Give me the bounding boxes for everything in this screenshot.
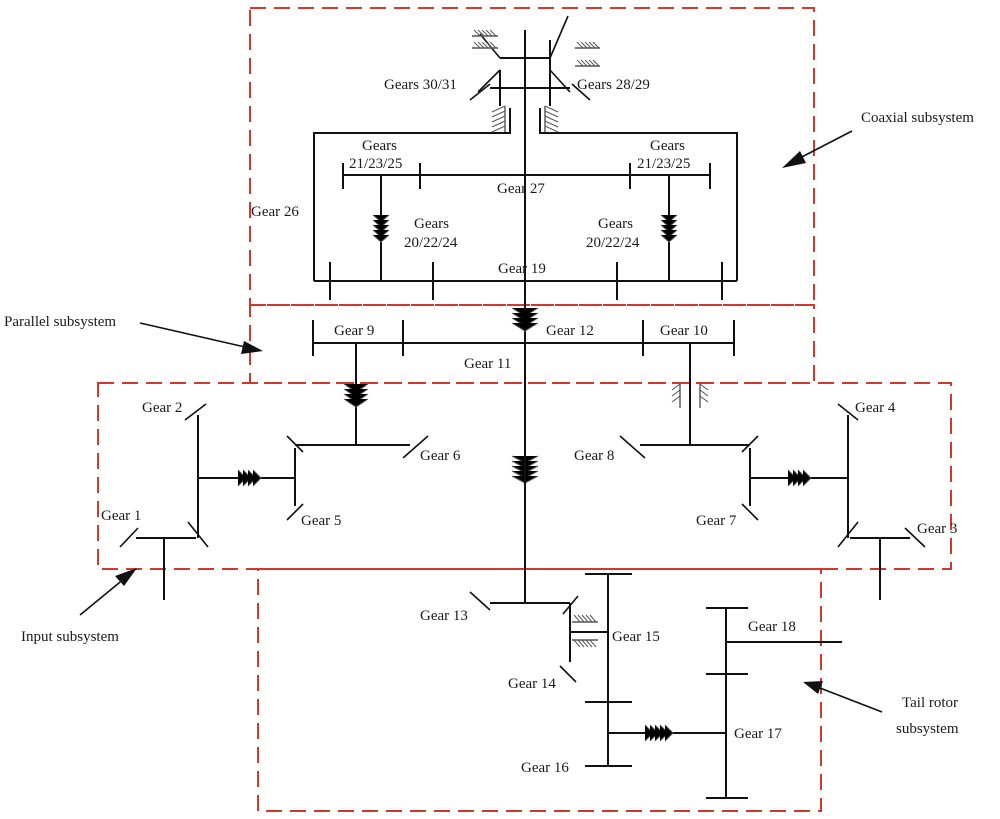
label-gear-11: Gear 11 bbox=[464, 356, 511, 372]
input-subsystem-drawing bbox=[119, 403, 926, 600]
bearing-gear-15 bbox=[572, 614, 598, 648]
label-gears-21-23-25-right-l1: Gears bbox=[650, 138, 685, 154]
label-coaxial-subsystem: Coaxial subsystem bbox=[861, 110, 974, 126]
label-gear-19: Gear 19 bbox=[498, 261, 546, 277]
herringbone-left bbox=[372, 214, 390, 243]
label-gears-20-22-24-left-l1: Gears bbox=[414, 216, 449, 232]
label-gears-21-23-25-left-l2: 21/23/25 bbox=[349, 156, 402, 172]
label-gear-2: Gear 2 bbox=[142, 400, 182, 416]
herringbone-input-right bbox=[787, 469, 812, 487]
coaxial-subsystem-boundary bbox=[249, 7, 815, 306]
arrow-coaxial bbox=[782, 130, 853, 168]
bearing-right-parallel bbox=[671, 383, 709, 408]
label-gear-8: Gear 8 bbox=[574, 448, 614, 464]
bearing-top-right bbox=[575, 41, 600, 67]
label-gear-16: Gear 16 bbox=[521, 760, 569, 776]
label-gears-21-23-25-left-l1: Gears bbox=[362, 138, 397, 154]
label-gear-4: Gear 4 bbox=[855, 400, 896, 416]
label-gears-21-23-25-right-l2: 21/23/25 bbox=[637, 156, 690, 172]
label-gear-7: Gear 7 bbox=[696, 513, 737, 529]
bearing-mid-left bbox=[491, 105, 506, 133]
label-tail-rotor-subsystem-line2: subsystem bbox=[896, 721, 959, 737]
label-tail-rotor-subsystem-line1: Tail rotor bbox=[902, 695, 958, 711]
label-gears-28-29: Gears 28/29 bbox=[577, 77, 650, 93]
coaxial-subsystem-drawing bbox=[313, 15, 738, 425]
bearing-top-left bbox=[472, 29, 498, 49]
parallel-subsystem-drawing bbox=[312, 307, 735, 445]
label-gears-20-22-24-left-l2: 20/22/24 bbox=[404, 235, 458, 251]
label-gears-30-31: Gears 30/31 bbox=[384, 77, 457, 93]
label-gear-18: Gear 18 bbox=[748, 619, 796, 635]
tail-rotor-subsystem-drawing bbox=[469, 425, 842, 799]
label-gear-15: Gear 15 bbox=[612, 629, 660, 645]
label-gear-9: Gear 9 bbox=[334, 323, 374, 339]
label-gear-3: Gear 3 bbox=[917, 521, 957, 537]
label-gear-13: Gear 13 bbox=[420, 608, 468, 624]
herringbone-right bbox=[660, 214, 678, 243]
herringbone-tail bbox=[644, 724, 674, 742]
arrow-input bbox=[79, 568, 137, 616]
label-gears-20-22-24-right-l2: 20/22/24 bbox=[586, 235, 640, 251]
herringbone-gear-12 bbox=[511, 307, 539, 332]
label-gear-5: Gear 5 bbox=[301, 513, 341, 529]
label-gear-17: Gear 17 bbox=[734, 726, 782, 742]
label-gear-1: Gear 1 bbox=[101, 508, 141, 524]
arrow-parallel bbox=[139, 322, 263, 354]
label-input-subsystem: Input subsystem bbox=[21, 629, 119, 645]
arrow-tail bbox=[803, 681, 883, 713]
herringbone-input-left bbox=[237, 469, 262, 487]
label-gear-26: Gear 26 bbox=[251, 204, 299, 220]
label-gears-20-22-24-right-l1: Gears bbox=[598, 216, 633, 232]
label-gear-14: Gear 14 bbox=[508, 676, 556, 692]
tail-rotor-subsystem-boundary bbox=[257, 568, 822, 812]
label-gear-10: Gear 10 bbox=[660, 323, 708, 339]
bearing-mid-right bbox=[544, 105, 559, 133]
label-gear-12: Gear 12 bbox=[546, 323, 594, 339]
label-gear-27: Gear 27 bbox=[497, 181, 545, 197]
label-gear-6: Gear 6 bbox=[420, 448, 461, 464]
herringbone-left-parallel bbox=[343, 383, 369, 408]
label-parallel-subsystem: Parallel subsystem bbox=[4, 314, 116, 330]
